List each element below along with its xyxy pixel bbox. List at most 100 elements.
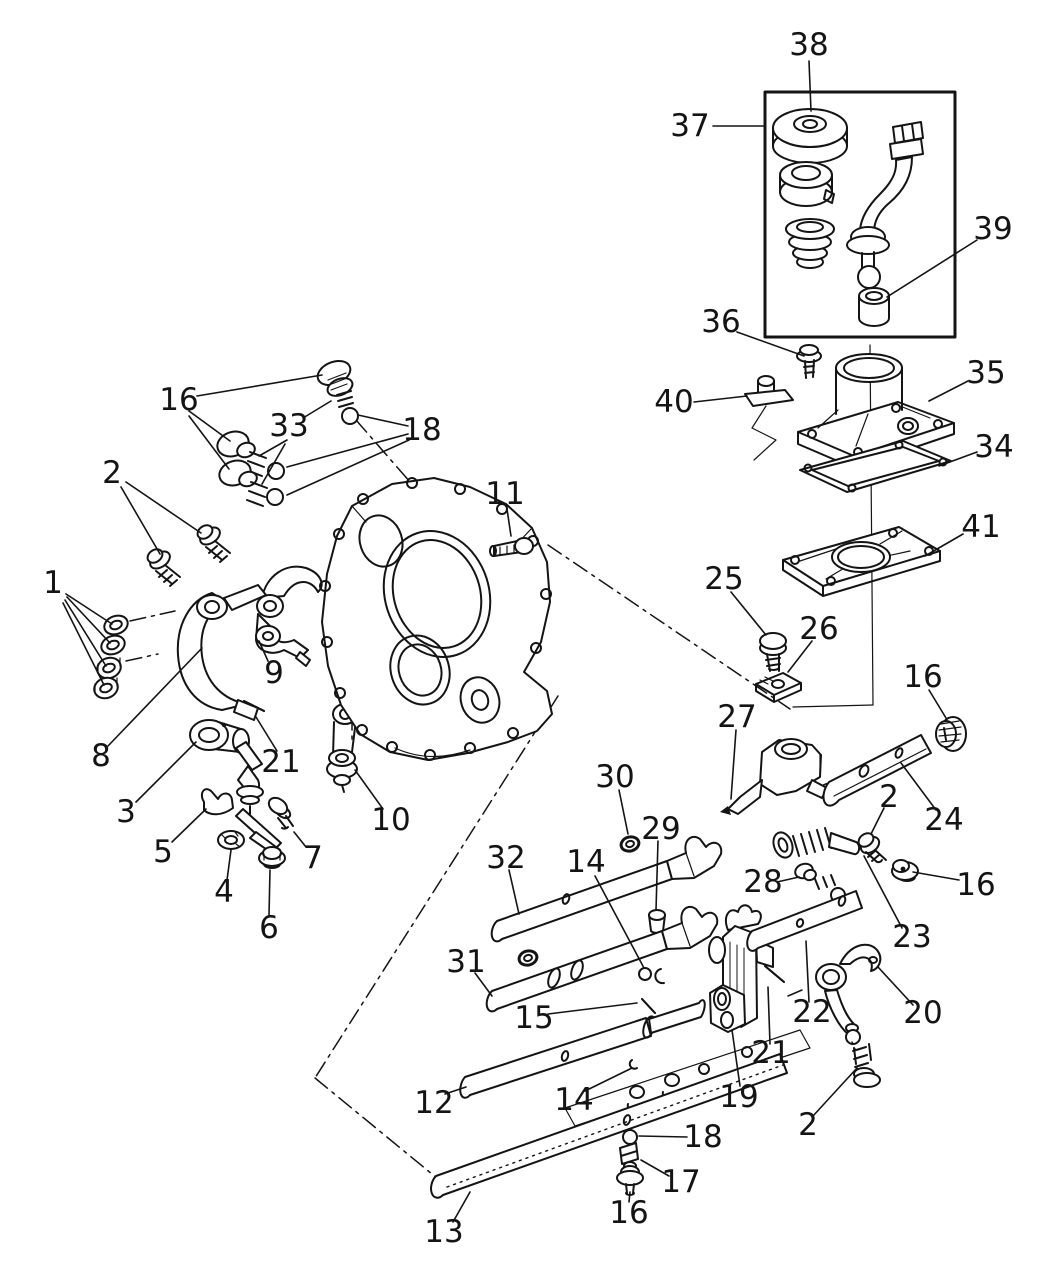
callout-36-leader <box>736 331 805 357</box>
callout-32-number: 32 <box>486 840 525 876</box>
callout-1-number: 1 <box>43 565 63 601</box>
callout-2-number: 2 <box>102 455 122 491</box>
washers-and-nuts <box>93 614 129 700</box>
callout-31: 31 <box>446 944 493 997</box>
shift-tower <box>797 353 955 469</box>
callout-28: 28 <box>743 864 800 900</box>
callout-27-leader <box>730 729 737 800</box>
callout-16: 16 <box>903 659 947 719</box>
callout-1-leader <box>65 593 113 625</box>
detent-spring <box>246 481 268 507</box>
callout-18-leader <box>286 439 410 496</box>
callout-15: 15 <box>514 1000 638 1036</box>
shift-fork-20 <box>815 943 882 1045</box>
callout-34-number: 34 <box>974 429 1013 465</box>
callout-24-number: 24 <box>924 802 963 838</box>
detent-plug-set <box>216 359 359 507</box>
washer-4 <box>217 830 245 850</box>
callout-30-number: 30 <box>595 759 634 795</box>
callout-4: 4 <box>214 849 234 910</box>
callout-33: 33 <box>258 400 332 485</box>
callout-22-leader <box>805 940 810 1003</box>
callout-12-number: 12 <box>414 1085 453 1121</box>
detent-ball-18 <box>622 1129 638 1145</box>
callout-2: 2 <box>870 779 899 835</box>
callout-16-number: 16 <box>903 659 942 695</box>
callout-31-number: 31 <box>446 944 485 980</box>
callout-27: 27 <box>717 699 757 800</box>
callout-2: 2 <box>102 455 202 555</box>
detent-ball <box>266 488 284 506</box>
callout-2-leader <box>125 481 202 534</box>
callout-40-leader <box>693 395 748 403</box>
callout-16-leader <box>628 1191 631 1203</box>
callout-16-leader <box>188 415 230 470</box>
set-bolt-2-bottom <box>851 1041 881 1088</box>
callout-17-number: 17 <box>661 1164 700 1200</box>
shift-fork-9 <box>255 565 323 667</box>
callout-23-number: 23 <box>892 919 931 955</box>
callout-8-number: 8 <box>91 738 111 774</box>
callout-25: 25 <box>704 561 767 636</box>
callout-3: 3 <box>116 741 197 830</box>
callout-35-number: 35 <box>966 355 1005 391</box>
callout-41-leader <box>924 533 964 557</box>
detent-ball <box>267 462 285 480</box>
callout-10-leader <box>354 769 384 810</box>
callout-16-leader <box>196 374 323 397</box>
callout-34-leader <box>938 451 978 467</box>
callout-23: 23 <box>863 855 932 955</box>
callout-9: 9 <box>258 640 284 691</box>
callout-21: 21 <box>255 716 301 780</box>
callout-2-leader <box>120 486 161 555</box>
callout-38-leader <box>808 60 812 112</box>
callout-17-leader <box>640 1159 670 1177</box>
callout-21-number: 21 <box>751 1035 790 1071</box>
callout-33-leader <box>302 400 332 419</box>
callout-5: 5 <box>153 808 207 870</box>
callout-18-leader <box>286 433 409 468</box>
callout-15-number: 15 <box>514 1000 553 1036</box>
callout-5-number: 5 <box>153 834 173 870</box>
shift-rail-22 <box>746 890 863 952</box>
callout-15-leader <box>547 1002 638 1015</box>
callout-4-leader <box>226 849 232 881</box>
callout-16-number: 16 <box>956 867 995 903</box>
callout-11: 11 <box>485 476 525 537</box>
callout-2-number: 2 <box>798 1107 818 1143</box>
callout-26: 26 <box>787 611 839 673</box>
bolt-25 <box>759 632 787 672</box>
callout-6-leader <box>268 869 271 916</box>
roll-pin-21 <box>764 965 785 983</box>
shift-rail-31 <box>485 905 719 1013</box>
callout-35: 35 <box>928 355 1006 402</box>
callout-21-leader <box>767 986 771 1045</box>
callout-35-leader <box>928 380 969 402</box>
detent-pin-29 <box>648 909 666 934</box>
callout-16-number: 16 <box>609 1195 648 1231</box>
clip-nut-26 <box>755 672 802 703</box>
tower-gasket <box>799 440 952 493</box>
callout-30-leader <box>618 789 629 835</box>
callout-3-leader <box>135 741 197 803</box>
callout-16: 16 <box>912 867 996 903</box>
callout-20-leader <box>877 966 914 1006</box>
callout-28-leader <box>776 876 800 883</box>
callout-26-number: 26 <box>799 611 838 647</box>
callout-11-number: 11 <box>485 476 524 512</box>
callout-36: 36 <box>701 304 805 357</box>
callout-28-number: 28 <box>743 864 782 900</box>
callout-13: 13 <box>424 1191 471 1250</box>
callout-36-number: 36 <box>701 304 740 340</box>
callout-30: 30 <box>595 759 635 835</box>
callout-18-leader <box>357 414 409 427</box>
callout-14-leader <box>584 1067 633 1092</box>
bracket-10 <box>326 703 358 793</box>
callout-29-number: 29 <box>641 811 680 847</box>
shift-knob <box>772 108 848 164</box>
callout-17: 17 <box>640 1159 701 1200</box>
callout-20: 20 <box>877 966 943 1031</box>
